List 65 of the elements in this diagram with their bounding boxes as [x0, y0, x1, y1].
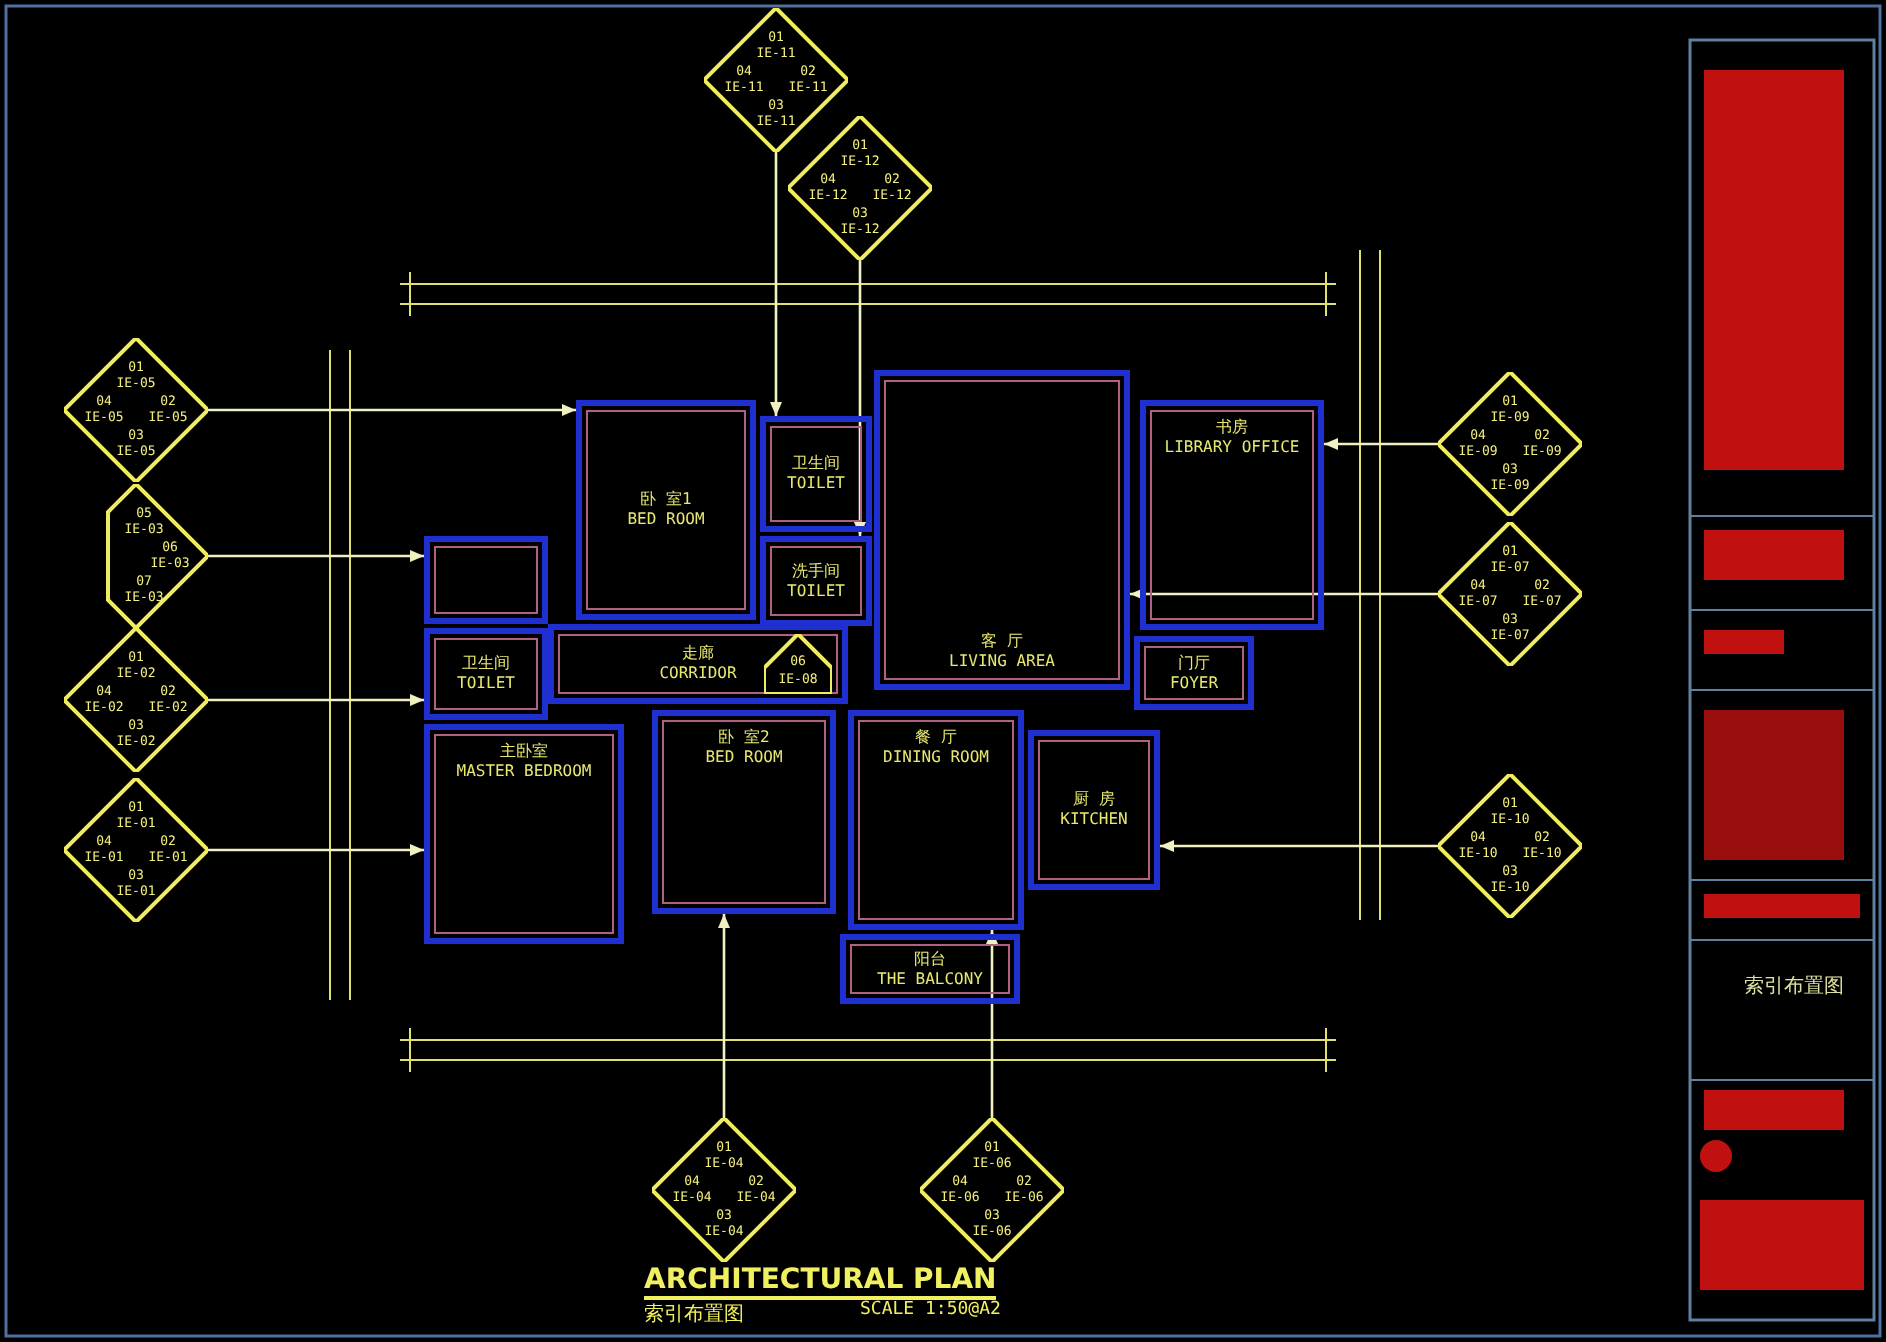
index-symbol [704, 8, 848, 152]
scale-note: SCALE 1:50@A2 [860, 1300, 1001, 1320]
room-name: 书房 [1216, 418, 1248, 438]
index-symbol [64, 338, 208, 482]
room [1028, 730, 1160, 890]
leader-line [208, 404, 576, 416]
room-name-english: FOYER [1169, 673, 1219, 693]
room-name: 餐 厅 [915, 728, 957, 748]
room [424, 628, 548, 720]
room-name: 洗手间 [792, 561, 840, 581]
leader-line [718, 914, 730, 1118]
room-name-english: CORRIDOR [659, 664, 737, 684]
room [1134, 636, 1254, 710]
room-name-english: KITCHEN [1060, 810, 1128, 830]
index-symbol [1438, 522, 1582, 666]
room-name-english: BED ROOM [627, 510, 705, 530]
room-name: 主卧室 [500, 742, 548, 762]
room-name-english: TOILET [457, 674, 515, 694]
room-name-english: LIBRARY OFFICE [1164, 438, 1300, 458]
index-symbol [64, 778, 208, 922]
leader-line [1324, 438, 1438, 450]
room [840, 934, 1020, 1004]
index-symbol [1438, 372, 1582, 516]
closet-room [424, 536, 548, 624]
room [874, 370, 1130, 690]
leader-line [1160, 840, 1438, 852]
room-name-english: BED ROOM [705, 748, 783, 768]
leader-line [208, 844, 424, 856]
room [652, 710, 836, 914]
leader-line [208, 694, 424, 706]
room [760, 536, 872, 626]
room-name: 门厅 [1178, 653, 1210, 673]
room [576, 400, 756, 620]
room [548, 624, 848, 704]
room-name-english: DINING ROOM [883, 748, 989, 768]
index-symbol [1438, 774, 1582, 918]
index-symbol [652, 1118, 796, 1262]
index-symbol [764, 634, 832, 694]
room-name: 卧 室2 [718, 728, 770, 748]
room [424, 724, 624, 944]
leader-line [1130, 588, 1438, 600]
room-name: 走廊 [682, 644, 714, 664]
room-name-english: THE BALCONY [877, 969, 983, 989]
index-symbol [64, 628, 208, 772]
drawing-title: ARCHITECTURAL PLAN [644, 1264, 997, 1300]
leader-line [986, 930, 998, 1118]
room-name: 卫生间 [462, 654, 510, 674]
leader-line [770, 152, 782, 416]
room-name-english: MASTER BEDROOM [456, 762, 592, 782]
leader-line [208, 550, 424, 562]
room-name: 客 厅 [981, 632, 1023, 652]
room-name: 卫生间 [792, 454, 840, 474]
drawing-name: 索引布置图 [1744, 973, 1844, 1000]
index-symbol [920, 1118, 1064, 1262]
room-name: 厨 房 [1073, 790, 1115, 810]
room [1140, 400, 1324, 630]
room-name-english: LIVING AREA [949, 652, 1055, 672]
room-name: 卧 室1 [640, 490, 692, 510]
room-name: 阳台 [914, 949, 946, 969]
room [848, 710, 1024, 930]
room [760, 416, 872, 532]
room-name-english: TOILET [787, 581, 845, 601]
room-name-english: TOILET [787, 474, 845, 494]
plan-subtitle: 索引布置图 [644, 1301, 744, 1328]
leader-line [854, 260, 866, 536]
